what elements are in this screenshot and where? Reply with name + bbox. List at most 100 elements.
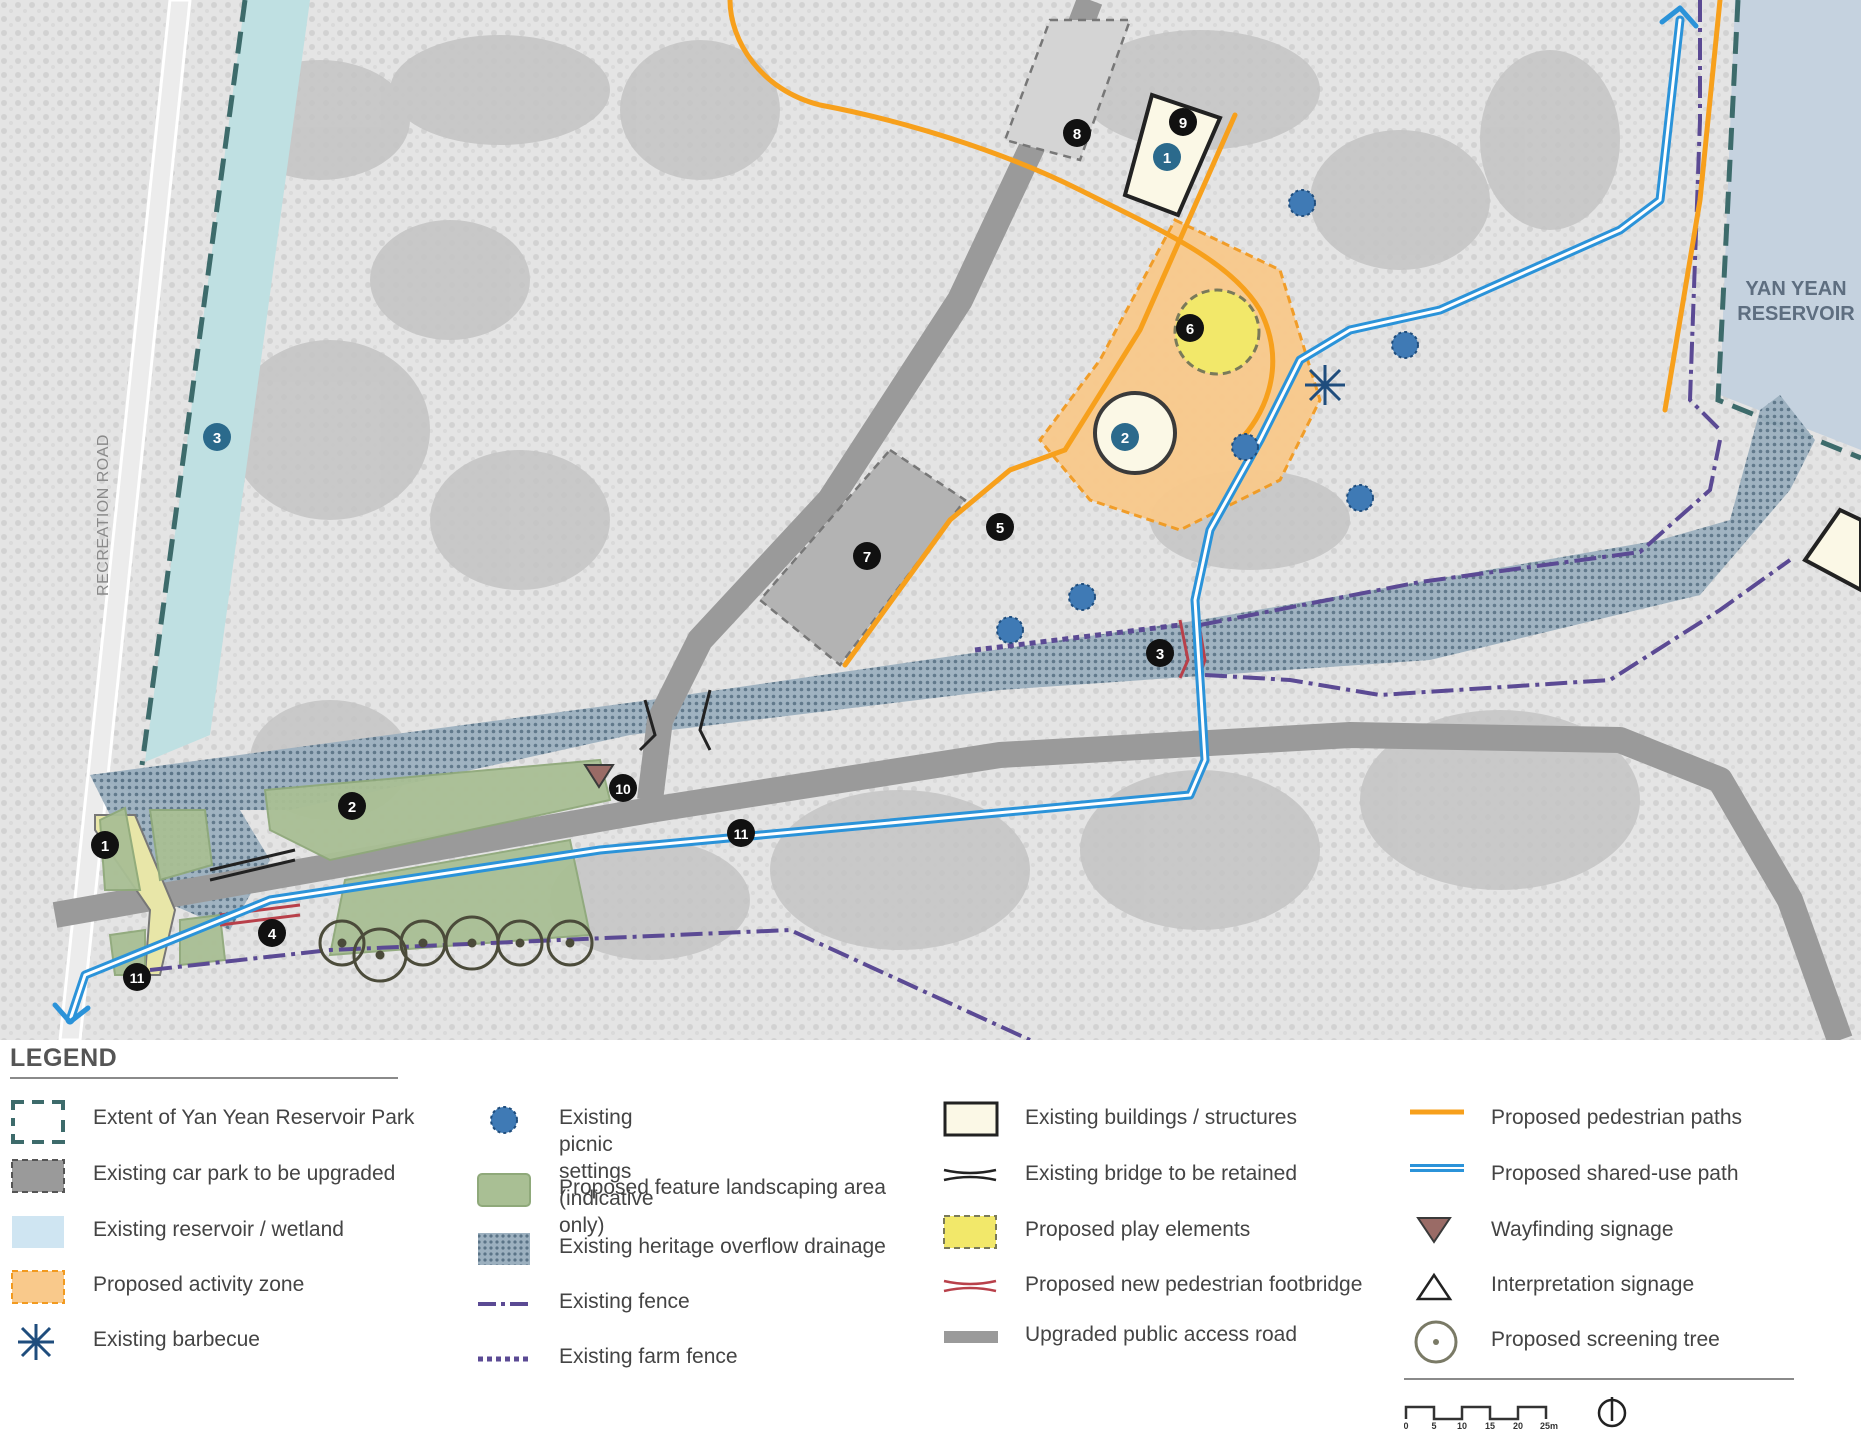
- legend-label-reservoir: Existing reservoir / wetland: [93, 1218, 344, 1241]
- legend-label-buildings: Existing buildings / structures: [1025, 1106, 1297, 1129]
- svg-text:1: 1: [101, 838, 109, 855]
- shared-use-path: [52, 5, 1699, 1025]
- legend-label-interpretation: Interpretation signage: [1491, 1273, 1695, 1296]
- activity-zone-icon: [11, 1270, 65, 1304]
- svg-text:6: 6: [1186, 321, 1194, 338]
- map-marker-2: 2: [338, 792, 366, 820]
- map-marker-5: 5: [986, 513, 1014, 541]
- svg-text:2: 2: [348, 799, 356, 816]
- wetland-area: [145, 0, 310, 762]
- legend-label-car-park: Existing car park to be upgraded: [93, 1162, 396, 1185]
- public-access-road-main: [52, 722, 1853, 1040]
- pedestrian-paths: [727, 0, 1723, 668]
- map-marker-11a: 11: [727, 819, 755, 847]
- heritage-drainage: [90, 395, 1815, 810]
- legend-label-road: Upgraded public access road: [1025, 1323, 1297, 1346]
- svg-text:11: 11: [734, 826, 749, 842]
- svg-text:4: 4: [268, 926, 277, 943]
- svg-text:2: 2: [1121, 430, 1129, 447]
- svg-text:7: 7: [863, 549, 871, 566]
- screening-trees: [318, 915, 594, 983]
- farm-fence-icon: [478, 1356, 532, 1362]
- legend-label-drainage: Existing heritage overflow drainage: [559, 1235, 886, 1258]
- picnic-legend-icon: [490, 1106, 518, 1134]
- landscaping-icon: [477, 1173, 531, 1207]
- bridge-icon: [943, 1168, 997, 1182]
- map-marker-7: 7: [853, 542, 881, 570]
- scale-bar: 0 5 10 15 20 25m: [1404, 1378, 1794, 1429]
- landscaping-areas: [98, 758, 612, 976]
- interpretation-icon: [1415, 1272, 1453, 1301]
- picnic-settings: [996, 189, 1419, 644]
- legend-label-footbridge: Proposed new pedestrian footbridge: [1025, 1273, 1363, 1296]
- existing-bridges: [209, 689, 712, 882]
- reservoir-label-line1: YAN YEAN: [1745, 278, 1846, 300]
- legend-label-play: Proposed play elements: [1025, 1218, 1251, 1241]
- play-element: [1173, 288, 1261, 376]
- legend-label-park-extent: Extent of Yan Yean Reservoir Park: [93, 1106, 415, 1129]
- legend-label-screening-tree: Proposed screening tree: [1491, 1328, 1720, 1351]
- svg-text:8: 8: [1073, 126, 1081, 143]
- scale-tick-15: 15: [1485, 1421, 1495, 1429]
- park-extent-icon: [11, 1100, 65, 1144]
- legend-label-picnic: Existing picnic settings (indicative onl…: [559, 1106, 654, 1237]
- legend-label-wayfinding: Wayfinding signage: [1491, 1218, 1674, 1241]
- scale-tick-5: 5: [1431, 1421, 1436, 1429]
- scale-tick-10: 10: [1457, 1421, 1467, 1429]
- map-marker-3: 3: [1146, 639, 1174, 667]
- map-marker-blue-1: 1: [1153, 143, 1181, 171]
- svg-text:1: 1: [1163, 150, 1171, 167]
- scale-tick-25: 25m: [1540, 1421, 1558, 1429]
- legend-label-farm-fence: Existing farm fence: [559, 1345, 738, 1368]
- north-arrow-icon: [1597, 1397, 1627, 1428]
- road-icon: [944, 1331, 998, 1343]
- svg-text:5: 5: [996, 520, 1004, 537]
- ped-path-icon: [1410, 1109, 1464, 1115]
- legend-label-barbecue: Existing barbecue: [93, 1328, 260, 1351]
- existing-building-east: [1802, 507, 1861, 593]
- barbecue-legend-icon: [18, 1324, 54, 1360]
- scale-tick-20: 20: [1513, 1421, 1523, 1429]
- svg-text:10: 10: [615, 781, 631, 797]
- legend-label-landscaping: Proposed feature landscaping area: [559, 1176, 886, 1199]
- shared-path-icon: [1410, 1164, 1464, 1172]
- footbridge-icon: [943, 1279, 997, 1293]
- reservoir-area: [1720, 0, 1861, 450]
- marker-group-black: 1 2 3 4 5 6 7 8 9 10 11 11: [91, 108, 1204, 991]
- legend-label-activity-zone: Proposed activity zone: [93, 1273, 305, 1296]
- map-marker-6: 6: [1176, 314, 1204, 342]
- legend-panel: LEGEND Extent of Yan Yean Reservoir Park…: [0, 1040, 1861, 1429]
- legend-label-ped-path: Proposed pedestrian paths: [1491, 1106, 1743, 1129]
- road-label: RECREATION ROAD: [95, 434, 112, 596]
- legend-label-bridge: Existing bridge to be retained: [1025, 1162, 1298, 1185]
- map-marker-blue-2: 2: [1111, 423, 1139, 451]
- barbecue-icon: [1305, 365, 1345, 405]
- map-marker-4: 4: [258, 919, 286, 947]
- map-marker-11b: 11: [123, 963, 151, 991]
- legend-title: LEGEND: [10, 1044, 118, 1072]
- building-icon: [943, 1101, 999, 1137]
- wayfinding-icon: [1416, 1217, 1452, 1244]
- fence-icon: [478, 1302, 532, 1306]
- car-park-north: [1003, 18, 1132, 162]
- legend-label-fence: Existing fence: [559, 1290, 690, 1313]
- map-marker-9: 9: [1169, 108, 1197, 136]
- marker-group-blue: 1 2 3: [203, 143, 1181, 451]
- drainage-icon: [478, 1233, 530, 1265]
- car-park-icon: [11, 1159, 65, 1193]
- svg-text:3: 3: [213, 430, 221, 447]
- map-marker-blue-3: 3: [203, 423, 231, 451]
- legend-divider: [10, 1077, 398, 1079]
- park-extent-east: [1715, 0, 1861, 461]
- map-marker-8: 8: [1063, 119, 1091, 147]
- scale-tick-0: 0: [1404, 1421, 1409, 1429]
- park-extent-west: [139, 0, 248, 766]
- svg-text:3: 3: [1156, 646, 1164, 663]
- screening-tree-icon: [1414, 1320, 1458, 1364]
- reservoir-icon: [12, 1216, 64, 1248]
- legend-label-shared-path: Proposed shared-use path: [1491, 1162, 1739, 1185]
- map-marker-1: 1: [91, 831, 119, 859]
- svg-text:9: 9: [1179, 115, 1187, 132]
- play-icon: [943, 1215, 997, 1249]
- farm-fence: [974, 622, 1181, 653]
